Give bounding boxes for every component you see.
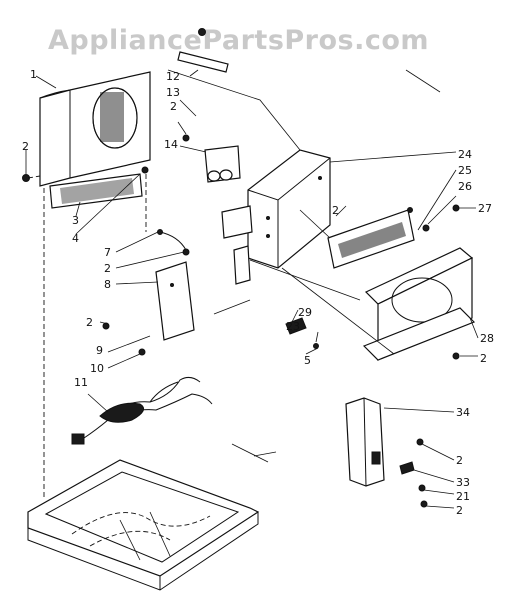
small-connector-part <box>285 317 319 349</box>
screw-4 <box>141 166 149 174</box>
base-tray-part <box>362 247 476 361</box>
callout-c33: 33 <box>456 476 470 489</box>
callout-c28: 28 <box>480 332 494 345</box>
mount-plate-part <box>102 261 195 341</box>
callout-c23: 23 <box>286 320 300 333</box>
wire-connector-part <box>157 229 190 256</box>
callout-c25: 25 <box>458 164 472 177</box>
callout-c14: 14 <box>164 138 178 151</box>
main-bracket-part <box>221 149 331 285</box>
callout-c4: 4 <box>72 232 79 245</box>
callout-c5: 5 <box>304 354 311 367</box>
callout-c2d: 2 <box>104 262 111 275</box>
callout-c2h: 2 <box>456 504 463 517</box>
wiring-harness-part <box>71 348 213 445</box>
callout-c12: 12 <box>166 70 180 83</box>
assembly-guide-lines <box>27 69 441 500</box>
callout-c2e: 2 <box>86 316 93 329</box>
callout-c13: 13 <box>166 86 180 99</box>
callout-c2a: 2 <box>22 140 29 153</box>
callout-c27: 27 <box>478 202 492 215</box>
watermark: AppliancePartsPros.com <box>48 25 429 56</box>
top-bracket-part <box>177 28 229 73</box>
callout-c2f: 2 <box>480 352 487 365</box>
callout-c29: 29 <box>298 306 312 319</box>
filter-part <box>49 173 143 209</box>
front-panel-part <box>39 71 151 187</box>
callout-c10: 10 <box>90 362 104 375</box>
callout-c2b: 2 <box>170 100 177 113</box>
callout-c21: 21 <box>456 490 470 503</box>
callout-c3: 3 <box>72 214 79 227</box>
louver-part <box>327 204 460 269</box>
base-pan-part <box>27 459 260 591</box>
callout-c24: 24 <box>458 148 472 161</box>
callout-c2c: 2 <box>332 204 339 217</box>
side-bracket-part <box>345 397 428 508</box>
callout-c2g: 2 <box>456 454 463 467</box>
callout-c11: 11 <box>74 376 88 389</box>
callout-c34: 34 <box>456 406 470 419</box>
leader-lines <box>25 69 479 509</box>
callout-c9: 9 <box>96 344 103 357</box>
callout-c8: 8 <box>104 278 111 291</box>
callout-c7: 7 <box>104 246 111 259</box>
callout-labels: 1234121321424252627272822923282910511342… <box>22 68 494 517</box>
callout-c1: 1 <box>30 68 37 81</box>
callout-c26: 26 <box>458 180 472 193</box>
capacitor-part <box>182 134 241 183</box>
